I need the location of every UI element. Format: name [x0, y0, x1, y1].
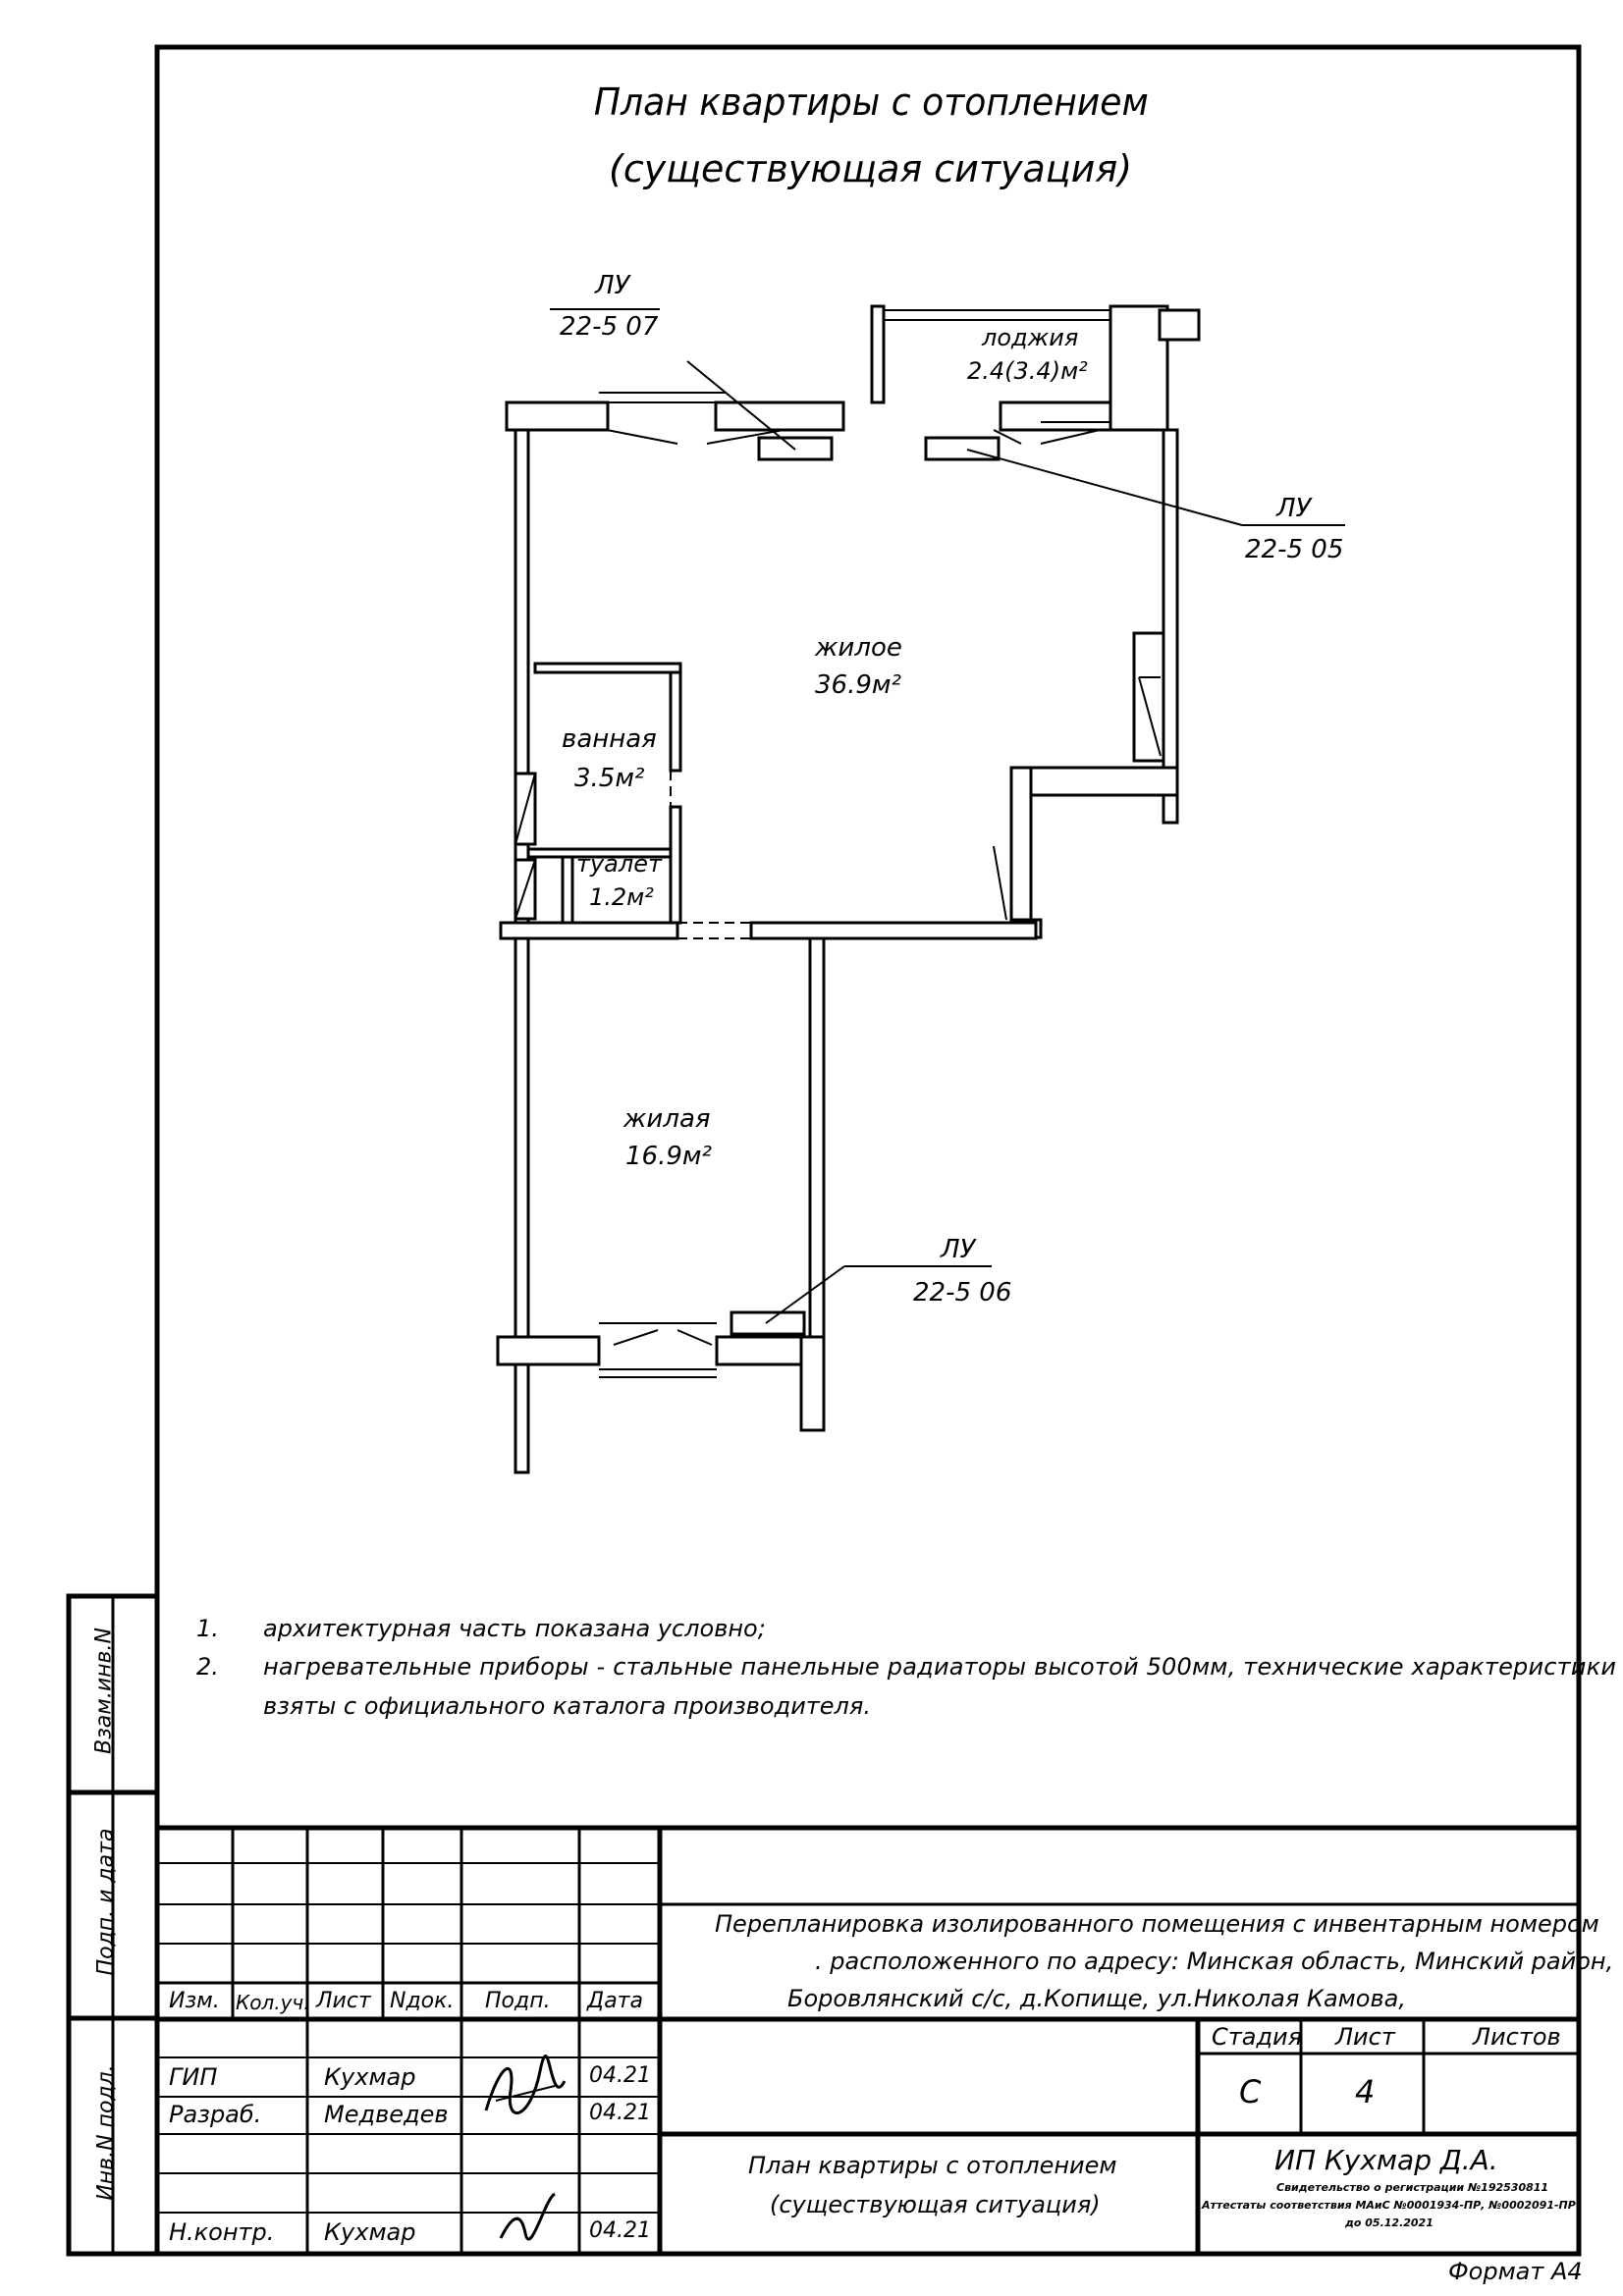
stamp-header-podp: Подп.	[485, 1989, 551, 2013]
format-label: Формат А4	[1448, 2258, 1583, 2285]
wall	[715, 1335, 803, 1366]
person-name: Кухмар	[324, 2063, 416, 2091]
room-name-living-second: жилая	[623, 1104, 711, 1134]
room-name-toilet: туалет	[576, 850, 662, 878]
signature	[499, 2192, 557, 2241]
wall	[1132, 631, 1165, 763]
certificate-line: Свидетельство о регистрации №192530811	[1276, 2181, 1549, 2194]
certificate-line: до 05.12.2021	[1345, 2216, 1434, 2229]
wall	[1009, 766, 1179, 797]
floor-plan	[496, 304, 1345, 1474]
wall	[499, 921, 679, 940]
room-area-loggia: 2.4(3.4)м²	[967, 357, 1088, 385]
date: 04.21	[589, 2218, 651, 2243]
side-label-vzam: Взам.инв.N	[91, 1628, 117, 1754]
role: Н.контр.	[169, 2218, 275, 2246]
sheet-number: 4	[1355, 2073, 1376, 2110]
radiator-code: 22-5 07	[560, 312, 659, 342]
organization: ИП Кухмар Д.А.	[1274, 2144, 1498, 2176]
project-line1: Перепланировка изолированного помещения …	[715, 1910, 1599, 1938]
drawing-title2: (существующая ситуация)	[770, 2191, 1101, 2218]
person-name: Медведев	[324, 2101, 449, 2128]
project-line3: Боровлянский с/с, д.Копище, ул.Николая К…	[787, 1985, 1406, 2012]
sheet-header: Лист	[1335, 2023, 1395, 2051]
sheet-title-line2: (существующая ситуация)	[609, 147, 1133, 190]
radiator-label: ЛУ	[595, 271, 630, 300]
room-area-living-main: 36.9м²	[815, 670, 901, 700]
certificate-line: Аттестаты соответствия МАиС №0001934-ПР,…	[1202, 2199, 1576, 2212]
wall	[749, 921, 1038, 940]
radiator	[730, 1310, 806, 1336]
wall	[1009, 766, 1033, 922]
project-line2: . расположенного по адресу: Минская обла…	[815, 1948, 1614, 1975]
note-number: 2.	[196, 1653, 219, 1681]
stamp-header-kolch: Кол.уч.	[236, 1991, 310, 2014]
role: ГИП	[169, 2063, 218, 2091]
role: Разраб.	[169, 2101, 262, 2128]
sheet-frame	[154, 44, 1582, 2257]
wall	[505, 400, 610, 432]
title-block	[157, 1825, 1579, 2254]
wall	[561, 855, 574, 925]
drawing-title1: План квартиры с отоплением	[748, 2152, 1117, 2179]
wall	[808, 936, 826, 1343]
wall	[799, 1335, 826, 1432]
signature	[484, 2055, 567, 2114]
radiator-code: 22-5 06	[913, 1278, 1012, 1308]
note-text: нагревательные приборы - стальные панель…	[263, 1653, 1617, 1681]
side-strip	[66, 1593, 160, 2257]
loggia-wall	[870, 304, 886, 404]
wall	[1162, 428, 1179, 825]
person-name: Кухмар	[324, 2218, 416, 2246]
note-number: 1.	[196, 1615, 219, 1642]
room-area-living-second: 16.9м²	[625, 1142, 712, 1171]
radiator-label: ЛУ	[1276, 494, 1312, 523]
radiator-code: 22-5 05	[1245, 535, 1344, 564]
stamp-header-data: Дата	[587, 1989, 643, 2013]
loggia-wall	[1109, 304, 1169, 432]
date: 04.21	[589, 2063, 651, 2088]
wall	[496, 1335, 601, 1366]
room-area-bathroom: 3.5м²	[574, 764, 645, 793]
radiator-label: ЛУ	[941, 1235, 976, 1264]
stamp-header-ndok: Nдок.	[390, 1989, 455, 2013]
wall	[533, 662, 682, 674]
room-name-loggia: лоджия	[982, 324, 1079, 351]
sheets-header: Листов	[1473, 2023, 1561, 2051]
wall	[669, 670, 682, 773]
wall	[999, 400, 1112, 432]
side-label-podp: Подп. и дата	[93, 1828, 119, 1976]
room-area-toilet: 1.2м²	[589, 883, 654, 911]
stage-value: С	[1239, 2073, 1262, 2110]
room-name-living-main: жилое	[815, 633, 902, 663]
date: 04.21	[589, 2101, 651, 2125]
loggia-wall	[1158, 308, 1201, 342]
stamp-header-list: Лист	[316, 1989, 371, 2013]
room-name-bathroom: ванная	[562, 724, 657, 754]
wall	[526, 847, 673, 859]
side-label-inv: Инв.N подл.	[93, 2064, 119, 2201]
wall	[514, 428, 530, 1474]
stage-header: Стадия	[1212, 2023, 1303, 2051]
wall	[669, 805, 682, 925]
note-text: взяты с официального каталога производит…	[263, 1692, 871, 1720]
sheet-title-line1: План квартиры с отоплением	[593, 80, 1149, 124]
note-text: архитектурная часть показана условно;	[263, 1615, 766, 1642]
wall	[714, 400, 845, 432]
stamp-header-izm: Изм.	[169, 1989, 220, 2013]
